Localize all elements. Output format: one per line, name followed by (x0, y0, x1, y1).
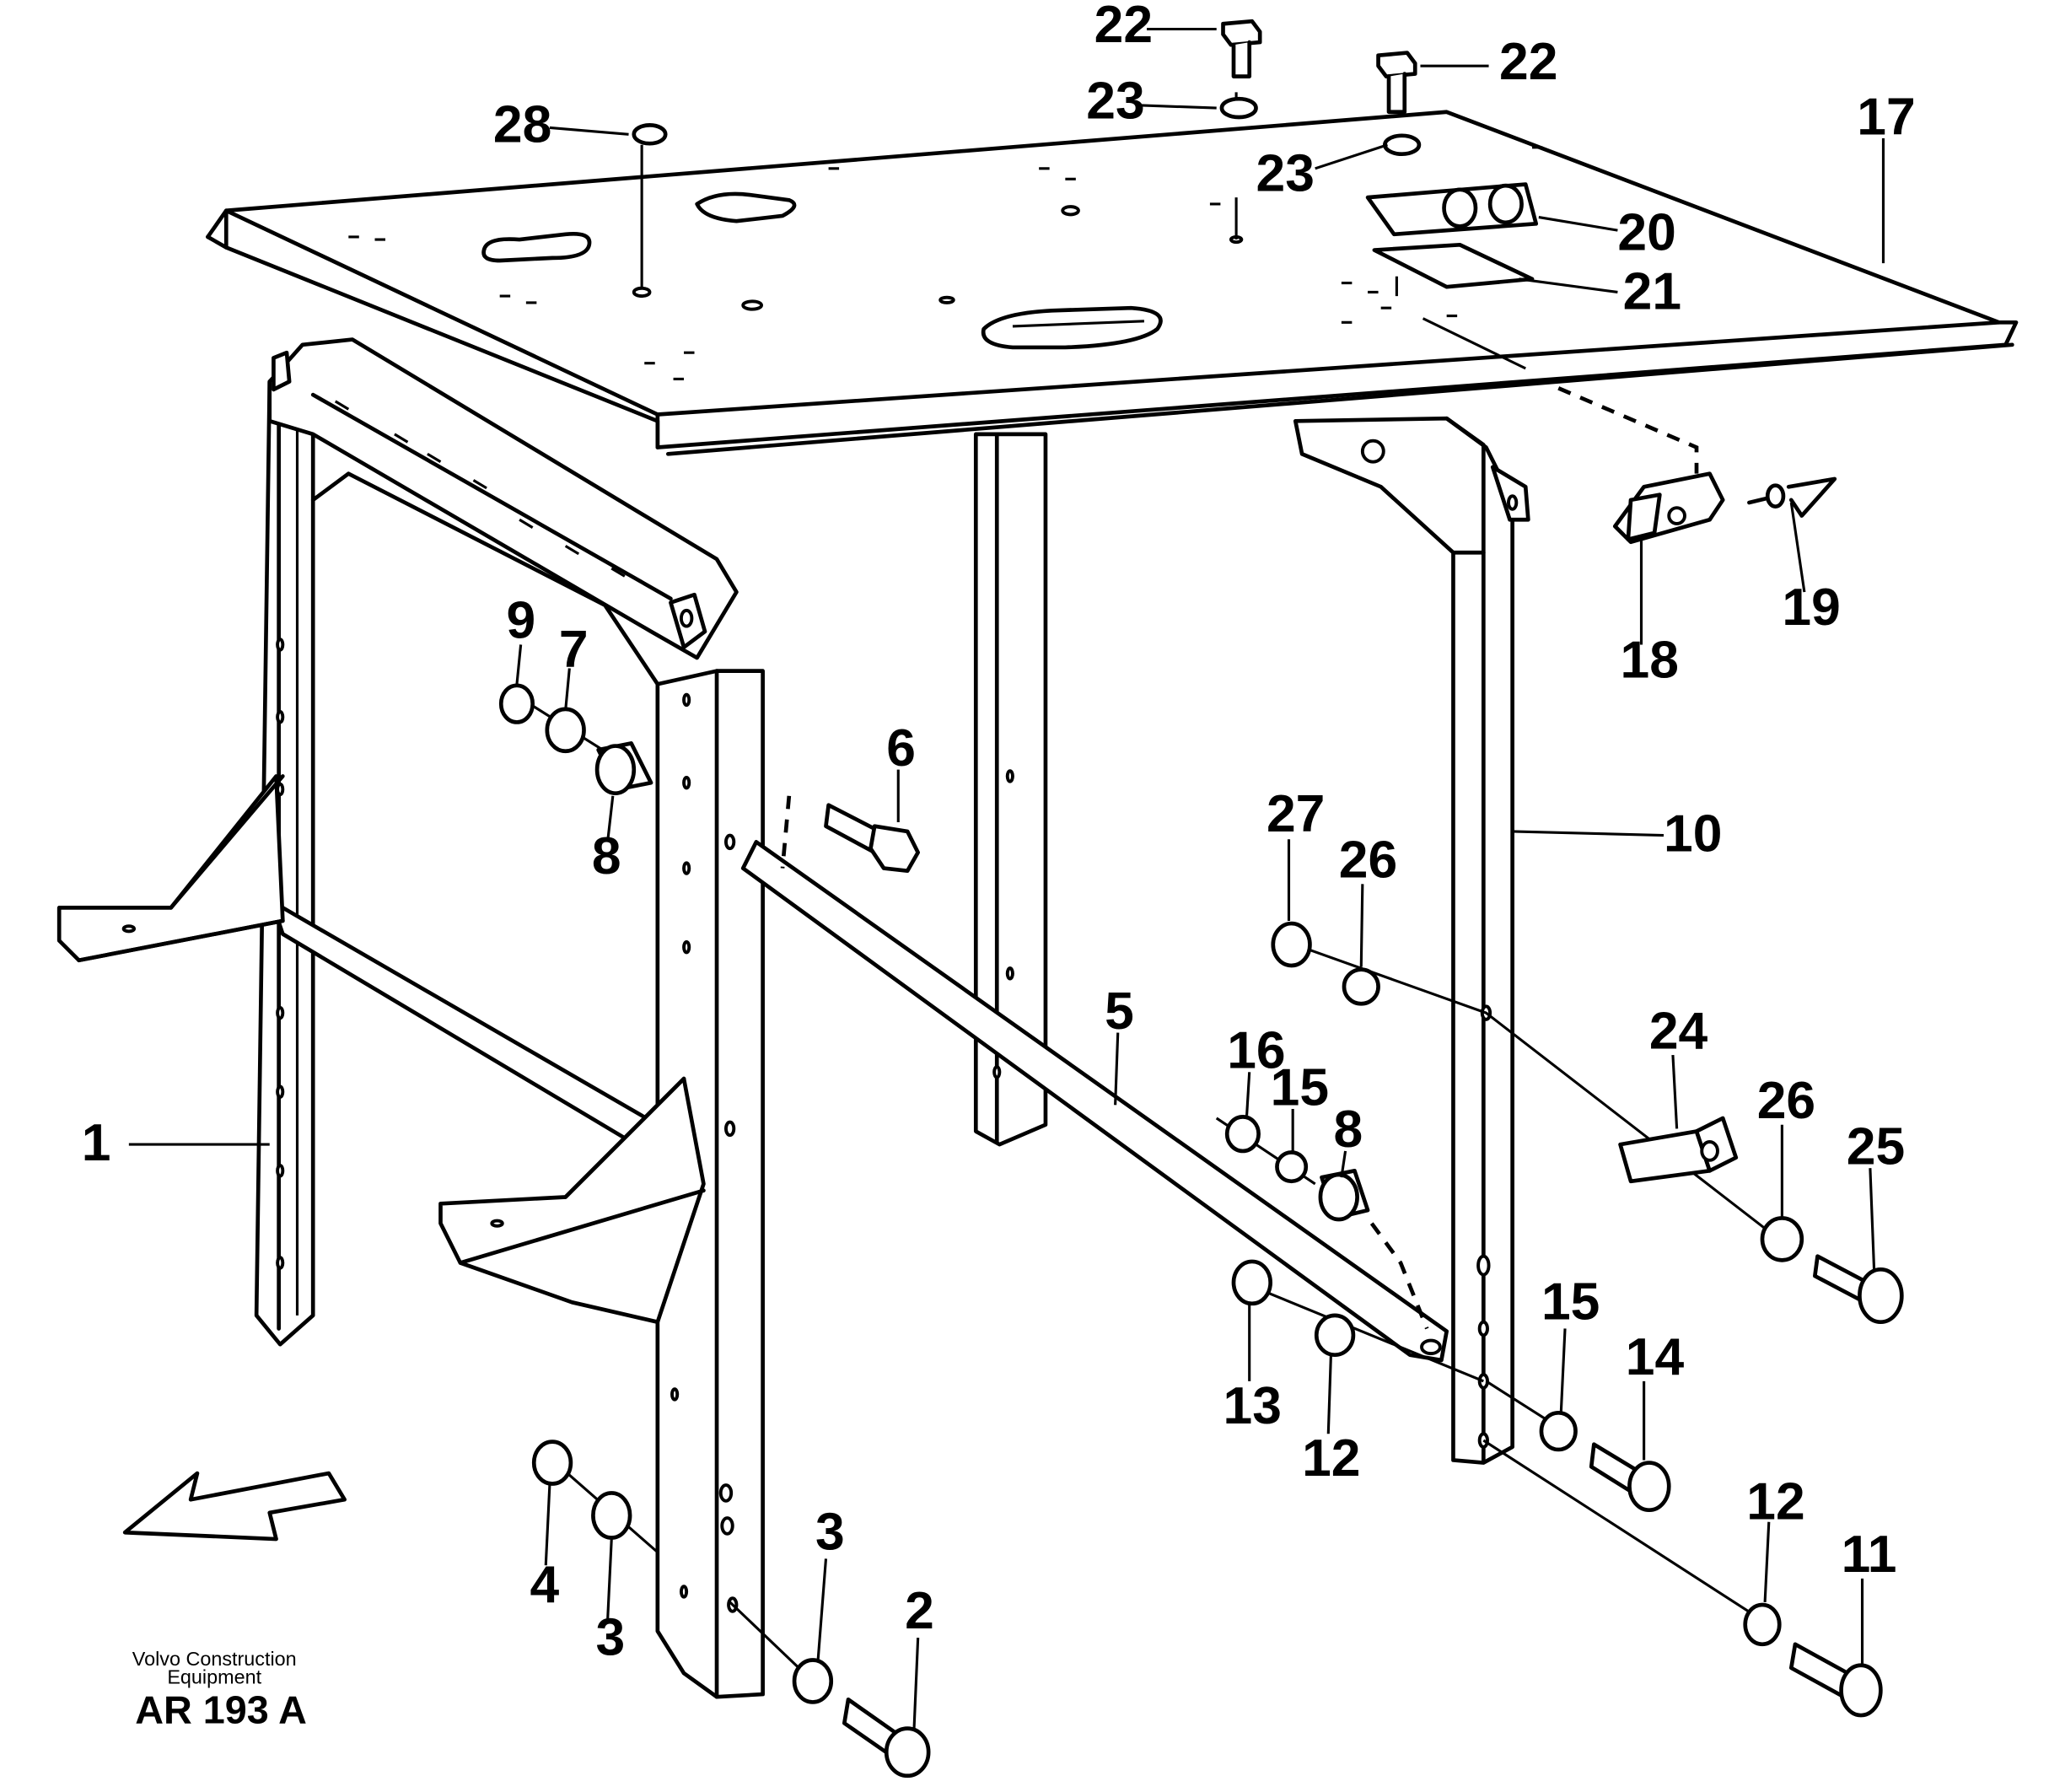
washer-15-lower (1539, 1410, 1578, 1452)
nut-16 (1224, 1115, 1261, 1154)
callout-17: 17 (1857, 88, 1915, 146)
callout-8-upper: 8 (592, 827, 621, 885)
hinge-20 (1365, 182, 1539, 237)
callout-14: 14 (1626, 1328, 1685, 1386)
washer-3-left (591, 1491, 632, 1540)
callout-4: 4 (530, 1556, 560, 1614)
arrow-down-left-icon (122, 1471, 347, 1542)
leader-lines (128, 27, 1885, 1730)
callout-21: 21 (1623, 263, 1681, 321)
bolt-2 (842, 1697, 931, 1779)
callout-9: 9 (506, 592, 535, 650)
washer-23-right (1383, 133, 1422, 157)
callout-11: 11 (1842, 1526, 1897, 1584)
right-frame (1293, 416, 1530, 1465)
callout-8-lower: 8 (1334, 1100, 1363, 1159)
callout-3-left: 3 (596, 1608, 626, 1666)
callout-24: 24 (1649, 1002, 1708, 1060)
callout-10: 10 (1664, 805, 1722, 863)
callout-labels: 22 22 23 23 28 17 20 21 18 19 9 7 8 6 27… (82, 0, 1916, 1666)
company-line-1: Volvo Construction (132, 1648, 297, 1670)
callout-19: 19 (1782, 578, 1840, 637)
callout-5: 5 (1105, 982, 1134, 1041)
callout-1: 1 (82, 1114, 111, 1172)
pin-19 (1747, 476, 1837, 518)
callout-27: 27 (1267, 785, 1325, 843)
company-line-2: Equipment (167, 1666, 261, 1688)
washer-15-upper (1275, 1150, 1309, 1184)
washer-26-lower (1760, 1216, 1804, 1262)
callout-23-left: 23 (1086, 73, 1144, 131)
callout-25: 25 (1847, 1118, 1905, 1176)
nut-9 (498, 683, 535, 724)
callout-18: 18 (1621, 631, 1679, 689)
bolt-14 (1589, 1442, 1671, 1513)
latch-18 (1612, 471, 1725, 545)
bolt-22-left (1221, 19, 1262, 78)
callout-12-upper: 12 (1302, 1429, 1360, 1488)
callout-6: 6 (886, 719, 916, 778)
bracket-24 (1618, 1116, 1739, 1184)
washer-3-right (792, 1658, 834, 1704)
washer-26-upper (1342, 967, 1380, 1006)
callout-3-right: 3 (815, 1504, 845, 1562)
callout-20: 20 (1617, 204, 1675, 262)
callout-26-lower: 26 (1757, 1072, 1815, 1130)
callout-22-left: 22 (1094, 0, 1153, 54)
spacer-8-upper (594, 741, 653, 796)
callout-15-lower: 15 (1541, 1273, 1600, 1332)
bolt-22-right (1376, 51, 1417, 115)
drawing-code: AR 193 A (135, 1687, 307, 1731)
washer-7 (545, 707, 586, 754)
callout-26-upper: 26 (1339, 831, 1397, 890)
footer: Volvo Construction Equipment AR 193 A (132, 1648, 307, 1732)
washer-23-left (1219, 96, 1258, 120)
washer-12-lower (1743, 1602, 1782, 1647)
fasteners (498, 19, 1904, 1779)
callout-2: 2 (905, 1582, 934, 1640)
left-frame (56, 337, 765, 1699)
grommet-28 (632, 123, 668, 146)
callout-23-right: 23 (1256, 144, 1315, 202)
callout-12-lower: 12 (1746, 1473, 1804, 1531)
callout-22-right: 22 (1499, 33, 1557, 91)
nut-4 (531, 1440, 573, 1486)
callout-15-upper: 15 (1271, 1058, 1329, 1117)
plate-21 (1372, 242, 1535, 289)
callout-13: 13 (1223, 1377, 1282, 1435)
bolt-11 (1788, 1642, 1883, 1718)
spacer-8-lower (1318, 1168, 1370, 1222)
roof-panel (206, 110, 2019, 456)
bolt-25 (1813, 1254, 1904, 1325)
nut-27 (1271, 921, 1312, 968)
washer-12-upper (1314, 1313, 1356, 1358)
nut-13 (1231, 1259, 1273, 1306)
callout-28: 28 (493, 96, 551, 154)
callout-7: 7 (559, 621, 589, 679)
callout-16: 16 (1227, 1022, 1285, 1080)
bolt-6 (824, 803, 921, 874)
